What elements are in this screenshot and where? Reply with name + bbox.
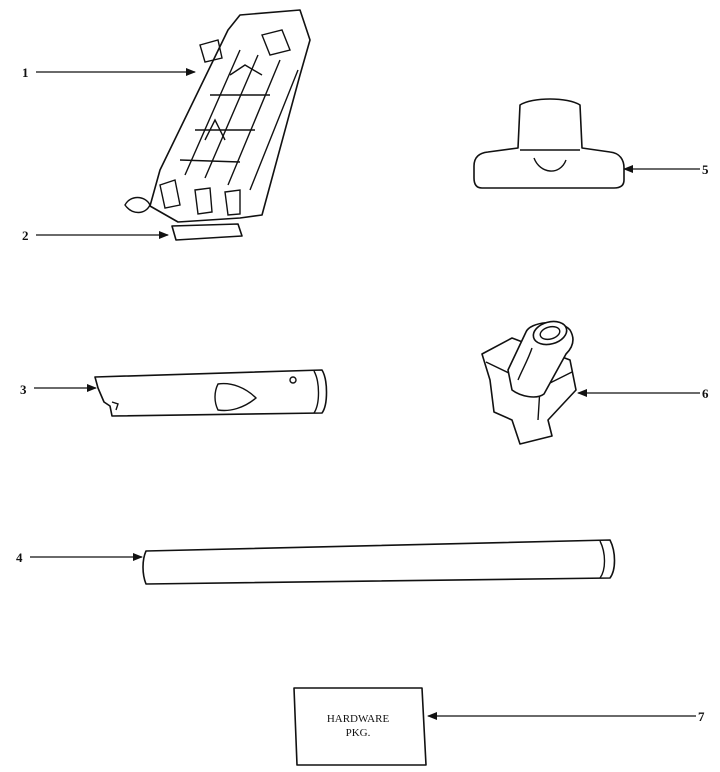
extension-wand-icon bbox=[142, 539, 616, 585]
nozzle-base-housing-icon bbox=[124, 9, 311, 223]
callout-6: 6 bbox=[702, 386, 709, 401]
dusting-brush-icon bbox=[481, 320, 577, 445]
nozzle-base-clip-icon bbox=[171, 223, 243, 241]
hardware-label-line1: HARDWARE bbox=[327, 713, 390, 725]
callout-1: 1 bbox=[22, 65, 29, 80]
upholstery-tool-icon bbox=[473, 98, 625, 189]
crevice-tool-icon bbox=[94, 369, 328, 417]
callout-7: 7 bbox=[698, 709, 705, 724]
hardware-label-line2: PKG. bbox=[346, 727, 371, 739]
callout-4: 4 bbox=[16, 550, 23, 565]
callout-3: 3 bbox=[20, 382, 27, 397]
callout-5: 5 bbox=[702, 162, 709, 177]
callout-2: 2 bbox=[22, 228, 29, 243]
hardware-package-icon bbox=[293, 687, 427, 766]
